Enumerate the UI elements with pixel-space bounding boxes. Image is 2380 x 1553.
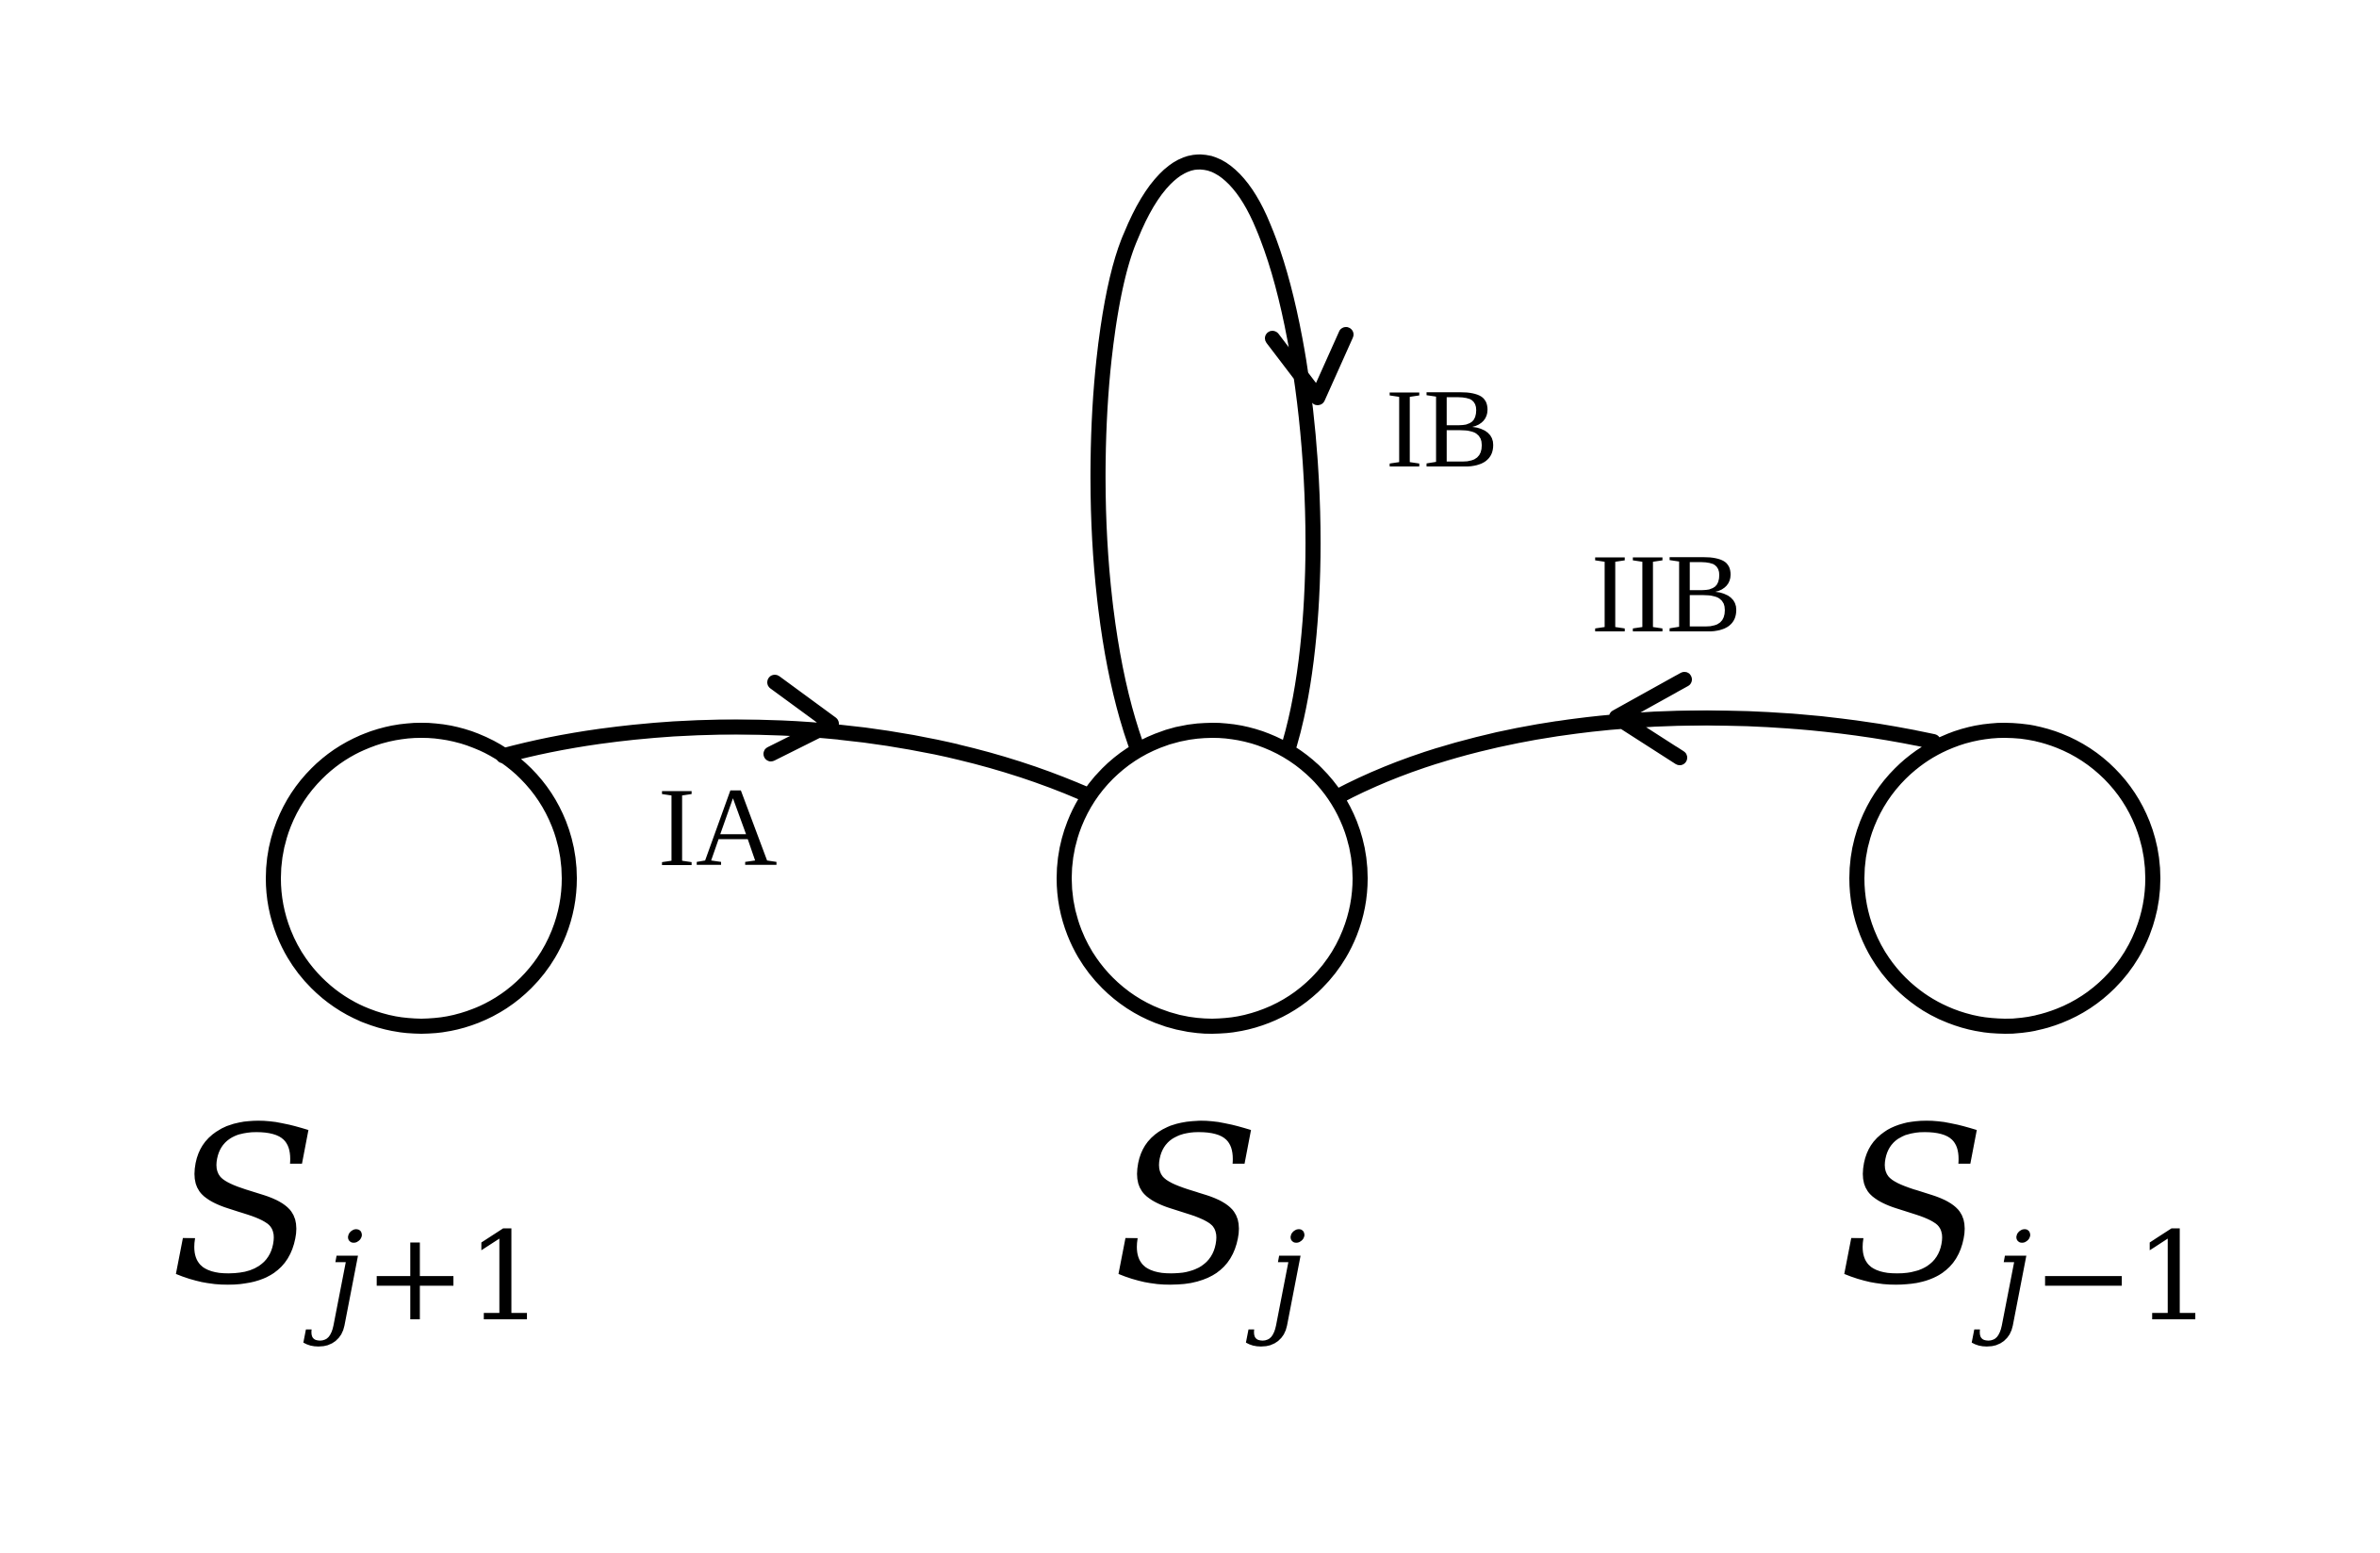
edge-iib-label: IIB [1591, 531, 1742, 656]
node-right-label: Sj−1 [1838, 1082, 2213, 1349]
node-left [266, 723, 577, 1034]
edge-ib-label: IB [1386, 366, 1499, 491]
node-center-label: Sj [1112, 1082, 1306, 1349]
node-left-label: Sj+1 [170, 1082, 545, 1349]
edge-ib-arrowhead [1265, 327, 1354, 405]
edge-ia [496, 719, 1092, 801]
node-right [1849, 723, 2160, 1034]
edge-ib-loop [1090, 155, 1321, 752]
edge-iib-arrowhead [1609, 672, 1692, 765]
edge-ia-arrowhead [763, 675, 839, 761]
edge-ia-label: IA [658, 764, 778, 890]
node-center [1057, 723, 1368, 1034]
